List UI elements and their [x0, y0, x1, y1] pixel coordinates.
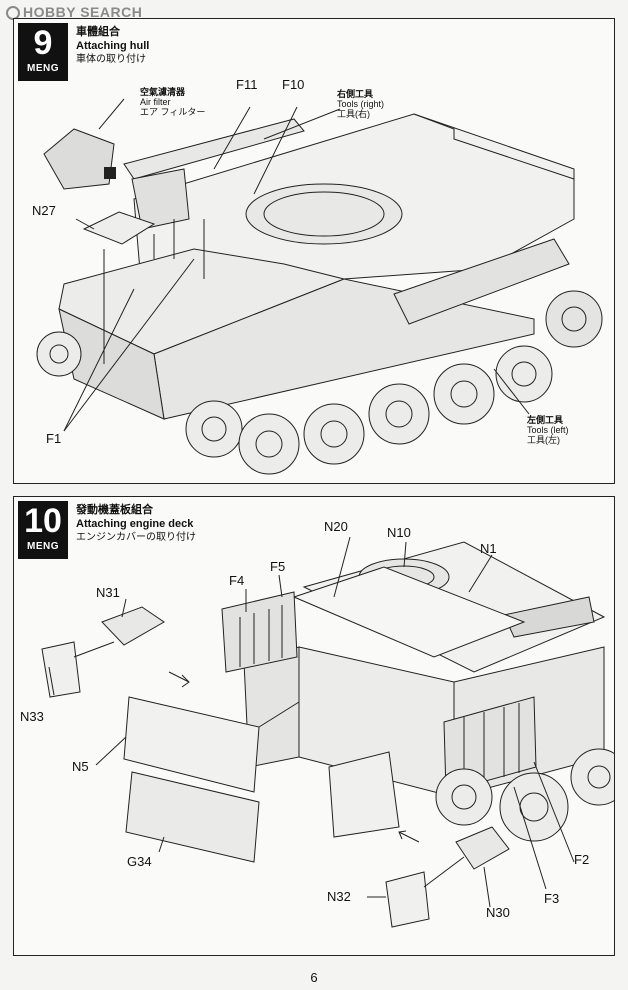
part-label-n32: N32 — [327, 889, 351, 904]
title-english: Attaching engine deck — [76, 518, 194, 530]
title-japanese: エンジンカバーの取り付け — [76, 532, 196, 543]
title-chinese: 發動機蓋板組合 — [76, 504, 153, 516]
title-japanese: 車体の取り付け — [76, 54, 146, 65]
step-10-title: 發動機蓋板組合 Attaching engine deck エンジンカバーの取り… — [76, 503, 196, 545]
step-9-title: 車體組合 Attaching hull 車体の取り付け — [76, 25, 149, 67]
tools-right-annotation: 右側工具 Tools (right) 工具(右) — [337, 89, 385, 119]
part-label-n31: N31 — [96, 585, 120, 600]
part-label-f5: F5 — [270, 559, 286, 574]
part-label-n5: N5 — [72, 759, 89, 774]
step-10-badge: 10 MENG — [18, 501, 68, 559]
title-english: Attaching hull — [76, 40, 150, 52]
part-label-n20: N20 — [324, 519, 348, 534]
step-number: 9 — [33, 24, 53, 62]
step-9-badge: 9 MENG — [18, 23, 68, 81]
part-label-n10: N10 — [387, 525, 411, 540]
part-label-n33: N33 — [20, 709, 44, 724]
brand-logo: MENG — [27, 63, 59, 74]
tools-left-annotation: 左側工具 Tools (left) 工具(左) — [527, 415, 569, 445]
step-10-panel: 10 MENG 發動機蓋板組合 Attaching engine deck エン… — [13, 496, 615, 956]
part-label-n27: N27 — [32, 203, 56, 218]
side-indicator-icon — [104, 167, 116, 179]
step-9-illustration — [36, 98, 603, 475]
title-chinese: 車體組合 — [76, 26, 120, 38]
step-number: 10 — [24, 502, 62, 540]
step-10-illustration — [41, 536, 614, 928]
part-label-n30: N30 — [486, 905, 510, 920]
part-label-f1: F1 — [46, 431, 62, 446]
part-label-f11: F11 — [236, 77, 258, 92]
part-label-f4: F4 — [229, 573, 245, 588]
part-label-f10: F10 — [282, 77, 305, 92]
brand-logo: MENG — [27, 541, 59, 552]
step-9-panel: 9 MENG 車體組合 Attaching hull 車体の取り付け F11 F… — [13, 18, 615, 484]
part-label-f3: F3 — [544, 891, 560, 906]
part-label-f2: F2 — [574, 852, 590, 867]
air-filter-annotation: 空氣濾清器 Air filter エア フィルター — [140, 87, 206, 117]
page-number: 6 — [310, 970, 318, 985]
part-label-n1: N1 — [480, 541, 497, 556]
part-label-g34: G34 — [127, 854, 152, 869]
